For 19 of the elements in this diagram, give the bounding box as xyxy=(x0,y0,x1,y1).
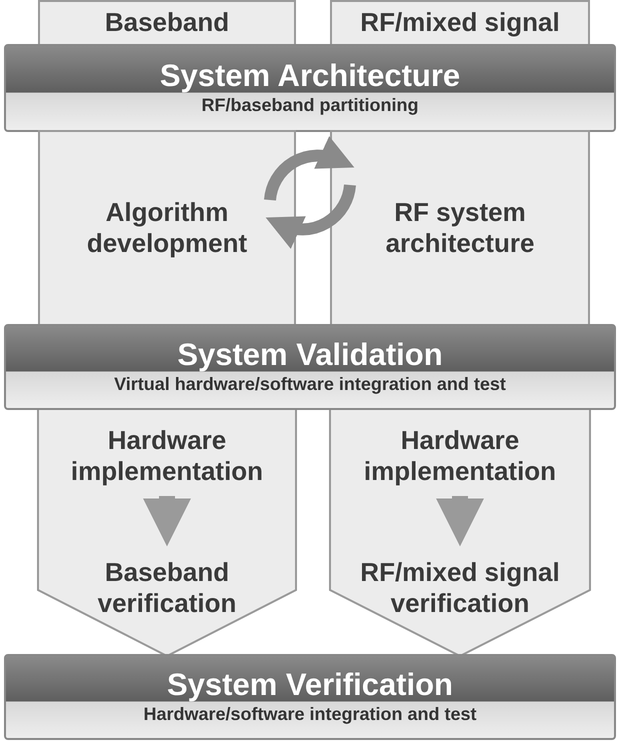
stage-title: System Architecture xyxy=(160,58,460,94)
stage-subtitle: Hardware/software integration and test xyxy=(143,703,477,726)
stage-band xyxy=(4,44,616,132)
step-label: RF/mixed signal verification xyxy=(332,548,588,628)
stage-title: System Validation xyxy=(177,337,443,374)
step-label: Baseband verification xyxy=(40,548,294,628)
column-box: RF/mixed signal xyxy=(330,0,590,46)
step-label: Hardware implementation xyxy=(40,416,294,496)
stage-band xyxy=(4,324,616,410)
stage-subtitle: Virtual hardware/software integration and test xyxy=(114,373,506,396)
stage-band xyxy=(4,654,616,740)
stage-subtitle: RF/baseband partitioning xyxy=(201,94,418,118)
column-box: Baseband xyxy=(38,0,296,46)
step-label: Hardware implementation xyxy=(332,416,588,496)
column-box: Algorithm development xyxy=(38,130,296,326)
column-box: RF system architecture xyxy=(330,130,590,326)
stage-title: System Verification xyxy=(166,667,453,704)
down-arrow xyxy=(436,496,484,546)
down-arrow xyxy=(143,496,191,546)
